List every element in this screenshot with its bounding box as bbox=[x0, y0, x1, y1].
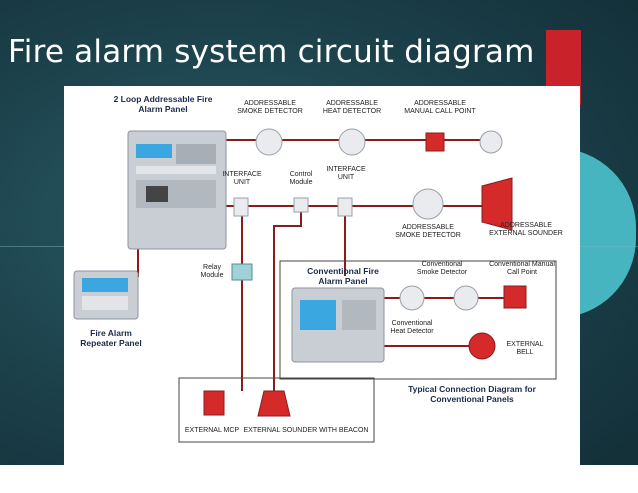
external-bell-label: EXTERNAL BELL bbox=[506, 341, 544, 356]
control-module-graphic bbox=[293, 197, 309, 213]
interface-unit-1-label: INTERFACE UNIT bbox=[222, 171, 262, 186]
repeater-panel-graphic bbox=[73, 270, 139, 320]
external-sounder-label: EXTERNAL Sounder with Beacon bbox=[243, 427, 369, 434]
conv-mcp-label: Conventional Manual Call Point bbox=[489, 261, 555, 276]
external-bell-graphic bbox=[468, 332, 496, 360]
wire-control-to-sounder bbox=[273, 210, 302, 391]
conv-mcp-graphic bbox=[503, 285, 527, 309]
repeater-panel-label: Fire Alarm Repeater Panel bbox=[80, 328, 142, 348]
diagram-graphics bbox=[73, 128, 557, 443]
addr-mcp-label: ADDRESSABLE MANUAL CALL POINT bbox=[404, 100, 476, 115]
main-panel-label: 2 Loop Addressable Fire Alarm Panel bbox=[113, 94, 213, 114]
conv-heat-label: Conventional Heat Detector bbox=[390, 320, 434, 335]
conv-panel-label: Conventional Fire Alarm Panel bbox=[307, 266, 379, 286]
bottom-band bbox=[0, 465, 638, 493]
external-sounder-graphic bbox=[257, 390, 291, 417]
relay-module-label: Relay Module bbox=[200, 264, 224, 279]
interface-unit-2-label: INTERFACE UNIT bbox=[326, 166, 366, 181]
slide-title: Fire alarm system circuit diagram bbox=[8, 34, 535, 70]
addr-smoke-top-label: ADDRESSABLE SMOKE DETECTOR bbox=[237, 100, 303, 115]
circuit-diagram: 2 Loop Addressable Fire Alarm Panel ADDR… bbox=[64, 86, 580, 465]
main-panel-graphic bbox=[127, 130, 227, 250]
addr-sounder-graphic bbox=[481, 177, 513, 231]
external-box bbox=[178, 377, 375, 443]
addr-heat-label: ADDRESSABLE HEAT DETECTOR bbox=[322, 100, 382, 115]
addr-smoke-top-graphic bbox=[255, 128, 283, 156]
addr-detector-4-graphic bbox=[479, 130, 503, 154]
conv-smoke-graphic bbox=[453, 285, 479, 311]
interface-unit-2-graphic bbox=[337, 197, 353, 217]
relay-module-graphic bbox=[231, 263, 253, 281]
addr-heat-graphic bbox=[338, 128, 366, 156]
external-mcp-graphic bbox=[203, 390, 225, 416]
addr-smoke-bottom-label: ADDRESSABLE SMOKE DETECTOR bbox=[395, 224, 461, 239]
addr-mcp-graphic bbox=[425, 132, 445, 152]
interface-unit-1-graphic bbox=[233, 197, 249, 217]
conventional-box bbox=[279, 260, 557, 380]
addr-sounder-label: ADDRESSABLE EXTERNAL SOUNDER bbox=[489, 222, 563, 237]
typical-connection-label: Typical Connection Diagram for Conventio… bbox=[408, 384, 536, 404]
external-mcp-label: EXTERNAL MCP bbox=[184, 427, 240, 434]
control-module-label: Control Module bbox=[289, 171, 313, 186]
conv-smoke-label: Conventional Smoke Detector bbox=[416, 261, 468, 276]
conv-heat-graphic bbox=[399, 285, 425, 311]
addr-smoke-bottom-graphic bbox=[412, 188, 444, 220]
conv-panel-graphic bbox=[291, 287, 385, 363]
